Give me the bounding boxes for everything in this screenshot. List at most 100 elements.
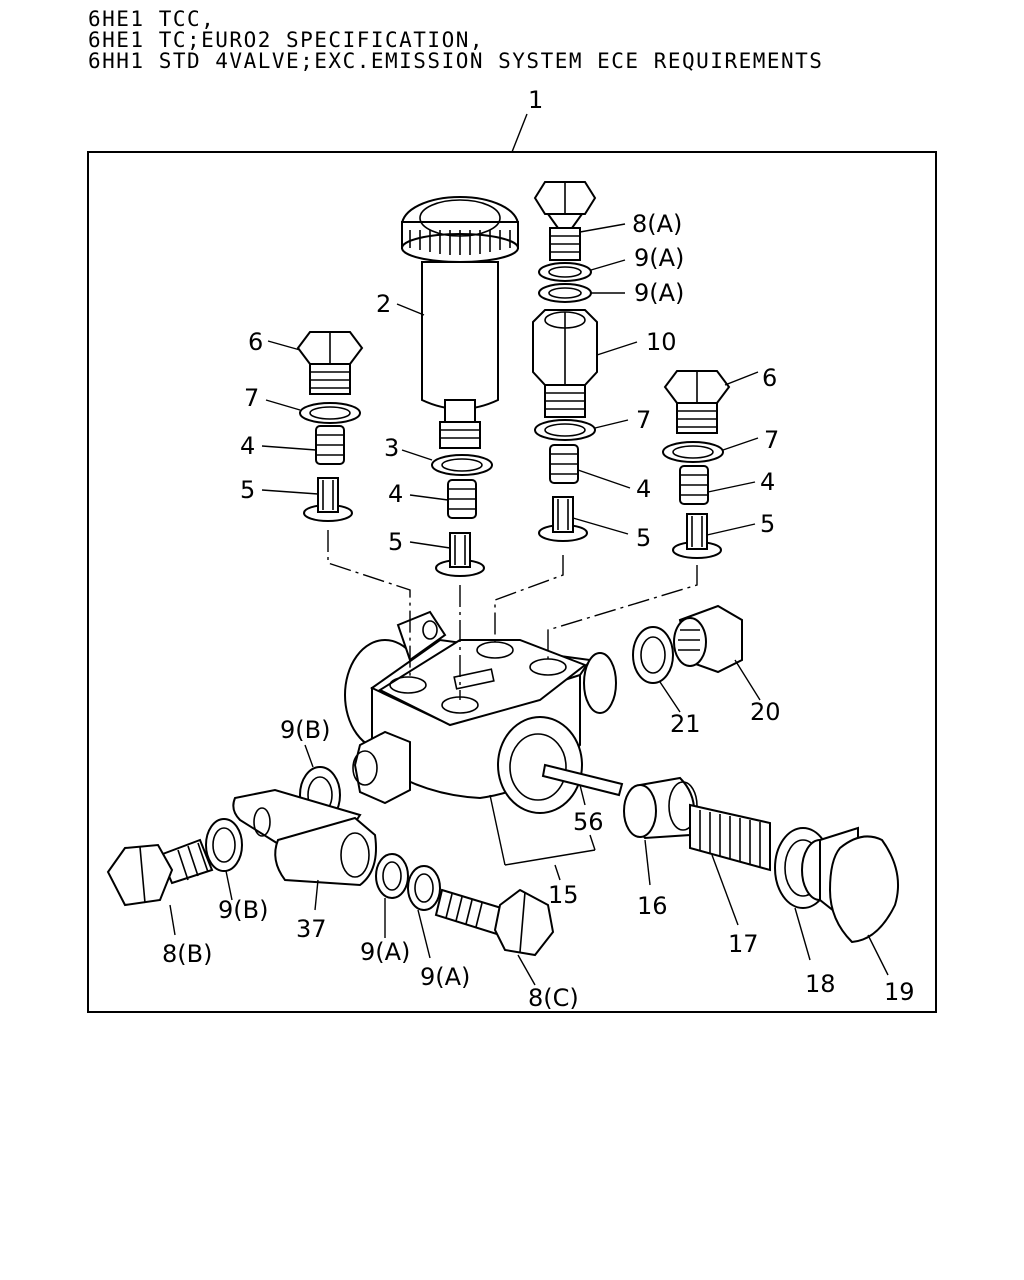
leader-20 — [734, 659, 761, 701]
leader-7b — [594, 419, 629, 429]
leader-6a — [267, 340, 301, 351]
leader-8a — [579, 223, 626, 233]
washer-3 — [431, 454, 493, 476]
valve-5-center-right — [538, 496, 588, 542]
callout-19: 19 — [884, 978, 915, 1006]
leader-15d — [554, 864, 561, 881]
leader-9b1 — [304, 744, 314, 768]
callout-4b: 4 — [388, 480, 403, 508]
callout-2: 2 — [376, 290, 391, 318]
callout-37: 37 — [296, 915, 327, 943]
washer-7-center — [534, 419, 596, 441]
callout-20: 20 — [750, 698, 781, 726]
callout-21: 21 — [670, 710, 701, 738]
leader-9b2 — [225, 870, 233, 901]
leader-1 — [511, 113, 528, 153]
leader-4a — [261, 445, 317, 451]
leader-18 — [794, 907, 811, 961]
callout-9b1: 9(B) — [280, 716, 330, 744]
eye-bolt-8b — [106, 838, 214, 907]
leader-6b — [724, 371, 759, 386]
piston-16 — [623, 776, 698, 840]
leader-37 — [314, 879, 319, 911]
leader-3 — [401, 449, 433, 461]
leader-7a — [265, 399, 301, 411]
chain-line-left — [327, 530, 411, 680]
callout-4d: 4 — [760, 468, 775, 496]
callout-5d: 5 — [760, 510, 775, 538]
callout-18: 18 — [805, 970, 836, 998]
leader-9a1 — [590, 259, 626, 271]
leader-15a — [489, 794, 506, 866]
leader-8b — [169, 904, 176, 936]
leader-16 — [644, 839, 651, 886]
leader-9a4 — [417, 909, 431, 959]
callout-7b: 7 — [636, 406, 651, 434]
callout-9a3: 9(A) — [360, 938, 410, 966]
pin-56 — [541, 763, 624, 797]
washer-9a-top-1 — [538, 262, 592, 282]
leader-56 — [579, 784, 586, 806]
spring-4-center-right — [549, 444, 579, 484]
plug-19 — [801, 826, 899, 944]
leader-17 — [711, 854, 739, 926]
leader-21 — [659, 681, 681, 713]
bolt-6-left — [296, 331, 364, 395]
callout-1: 1 — [528, 86, 543, 114]
header-line-2: 6HE1 TC;EURO2 SPECIFICATION, — [88, 28, 485, 52]
callout-5a: 5 — [240, 476, 255, 504]
callout-9b2: 9(B) — [218, 896, 268, 924]
leader-8c — [517, 954, 536, 986]
callout-8c: 8(C) — [528, 984, 579, 1012]
callout-56: 56 — [573, 808, 604, 836]
washer-21 — [632, 626, 674, 684]
connector-10 — [532, 309, 598, 418]
callout-15: 15 — [548, 881, 579, 909]
callout-5c: 5 — [636, 524, 651, 552]
spring-4-right — [679, 465, 709, 505]
leader-5d — [706, 523, 756, 536]
callout-6b: 6 — [762, 364, 777, 392]
callout-16: 16 — [637, 892, 668, 920]
callout-8a: 8(A) — [632, 210, 682, 238]
spring-17 — [689, 803, 771, 872]
header-line-3: 6HH1 STD 4VALVE;EXC.EMISSION SYSTEM ECE … — [88, 49, 824, 73]
leader-4c — [577, 469, 631, 489]
washer-9a-top-2 — [538, 283, 592, 303]
leader-19 — [867, 934, 889, 976]
leader-2 — [396, 303, 425, 316]
washer-7-left — [299, 402, 361, 424]
leader-15c — [589, 834, 596, 851]
leader-4b — [409, 494, 449, 501]
leader-5c — [572, 517, 629, 535]
leader-7c — [722, 437, 759, 451]
washer-9a-lower-2 — [407, 865, 441, 911]
plug-20 — [673, 604, 743, 674]
callout-17: 17 — [728, 930, 759, 958]
callout-5b: 5 — [388, 528, 403, 556]
leader-15b — [504, 849, 596, 866]
priming-pump-2 — [401, 196, 519, 449]
valve-5-left — [303, 477, 353, 522]
callout-4a: 4 — [240, 432, 255, 460]
washer-9a-lower-1 — [375, 853, 409, 899]
callout-9a4: 9(A) — [420, 963, 470, 991]
callout-6a: 6 — [248, 328, 263, 356]
washer-7-right — [662, 441, 724, 463]
callout-10: 10 — [646, 328, 677, 356]
chain-line-mid-right — [494, 555, 564, 645]
bolt-8c — [434, 888, 555, 957]
callout-9a1: 9(A) — [634, 244, 684, 272]
callout-4c: 4 — [636, 475, 651, 503]
callout-7c: 7 — [764, 426, 779, 454]
leader-5a — [261, 489, 319, 495]
eye-bolt-37 — [232, 788, 377, 887]
callout-7a: 7 — [244, 384, 259, 412]
bolt-6-right — [663, 370, 731, 434]
valve-5-right — [672, 513, 722, 559]
spring-4-left — [315, 425, 345, 465]
washer-9b-lower — [205, 818, 243, 872]
callout-9a2: 9(A) — [634, 279, 684, 307]
spring-4-center — [447, 479, 477, 519]
